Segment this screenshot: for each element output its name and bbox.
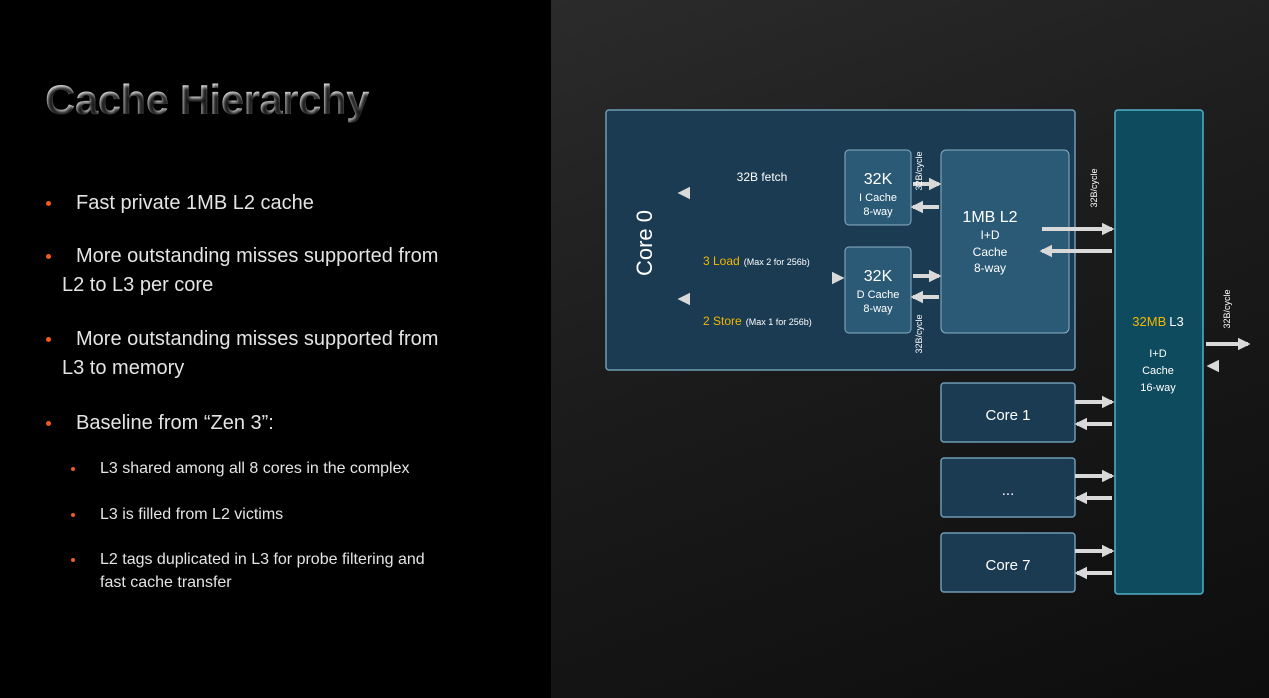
bw-dcache-label: 32B/cycle — [914, 314, 924, 353]
bullet-3-line1: More outstanding misses supported from — [76, 328, 439, 350]
icache-ways: 8-way — [863, 206, 893, 218]
icache-name: I Cache — [859, 192, 897, 204]
load-label: 3 Load (Max 2 for 256b) — [703, 254, 810, 268]
sub-bullet-dot — [71, 467, 75, 471]
bullet-3-line2: L3 to memory — [62, 357, 185, 379]
l3-type: I+D — [1149, 348, 1166, 360]
l3-name: Cache — [1142, 365, 1174, 377]
l3-size: 32MB — [1132, 314, 1166, 329]
l3-ways: 16-way — [1140, 382, 1176, 394]
bullet-dot — [46, 201, 51, 206]
dcache-box — [844, 246, 912, 334]
core7-box — [940, 532, 1076, 593]
bw-icache-label: 32B/cycle — [914, 151, 924, 190]
sub-bullet-1: L3 shared among all 8 cores in the compl… — [100, 460, 410, 477]
core1-label: Core 1 — [985, 407, 1030, 424]
bullet-2-line1: More outstanding misses supported from — [76, 245, 439, 267]
sub-bullet-2: L3 is filled from L2 victims — [100, 506, 284, 523]
bullet-dot — [46, 337, 51, 342]
load-note: (Max 2 for 256b) — [744, 257, 810, 267]
sub-bullet-3-line2: fast cache transfer — [100, 574, 232, 591]
fetch-label: 32B fetch — [737, 170, 788, 184]
slide-title: Cache Hierarchy — [45, 76, 370, 123]
core-ellipsis-box — [940, 457, 1076, 518]
bullet-1: Fast private 1MB L2 cache — [76, 192, 314, 214]
icache-box — [844, 149, 912, 226]
icache-size: 32K — [864, 171, 893, 188]
bw-l3-mem-label: 32B/cycle — [1222, 289, 1232, 328]
text-panel: Cache Hierarchy Fast private 1MB L2 cach… — [0, 0, 551, 698]
store-count: 2 Store — [703, 314, 742, 328]
sub-bullet-dot — [71, 513, 75, 517]
l2-name: Cache — [973, 245, 1008, 259]
dcache-ways: 8-way — [863, 303, 893, 315]
core0-label: Core 0 — [632, 210, 657, 276]
sub-bullet-dot — [71, 558, 75, 562]
load-count: 3 Load — [703, 254, 740, 268]
sub-bullet-3-line1: L2 tags duplicated in L3 for probe filte… — [100, 551, 425, 568]
l2-size: 1MB L2 — [962, 209, 1017, 226]
bullet-4: Baseline from “Zen 3”: — [76, 412, 274, 434]
core-ellipsis-label: ... — [1002, 482, 1015, 499]
l3-level: L3 — [1169, 314, 1183, 329]
dcache-name: D Cache — [857, 289, 900, 301]
dcache-size: 32K — [864, 268, 893, 285]
bullet-dot — [46, 254, 51, 259]
l2-ways: 8-way — [974, 261, 1006, 275]
store-note: (Max 1 for 256b) — [746, 317, 812, 327]
bullet-dot — [46, 421, 51, 426]
core7-label: Core 7 — [985, 557, 1030, 574]
store-label: 2 Store (Max 1 for 256b) — [703, 314, 812, 328]
l2-box — [940, 149, 1070, 334]
core1-box — [940, 382, 1076, 443]
bw-l2-l3-label: 32B/cycle — [1089, 168, 1099, 207]
l3-box — [1114, 109, 1204, 595]
l2-type: I+D — [980, 228, 999, 242]
bullet-2-line2: L2 to L3 per core — [62, 274, 214, 296]
